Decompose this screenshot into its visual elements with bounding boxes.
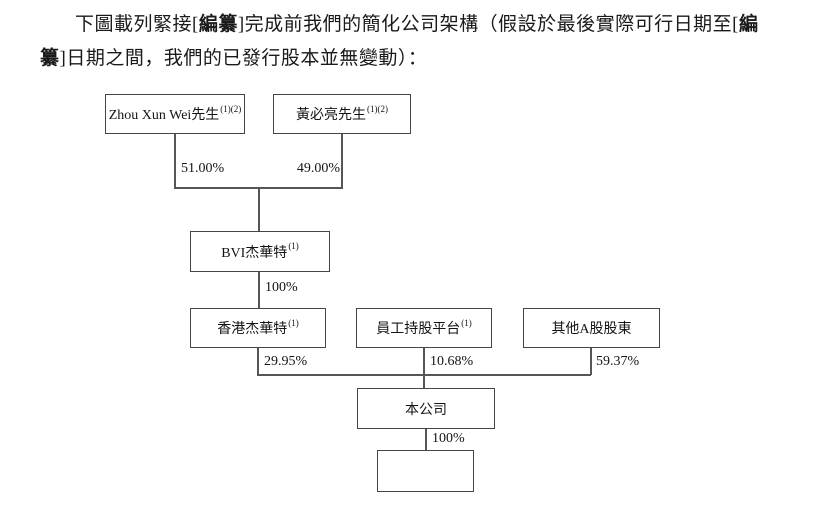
node-hongkong-joulwatt: 香港杰華特(1): [190, 308, 326, 348]
node-label: 員工持股平台: [376, 322, 461, 337]
connector-zhou-down: [174, 134, 176, 188]
connector-company-to-subsidiary: [425, 429, 427, 450]
footnote-superscript: (1)(2): [367, 103, 388, 114]
intro-text-segment: ]完成前我們的簡化公司架構（假設於最後實際可行日期至[: [237, 14, 739, 35]
intro-paragraph-line-2: 纂]日期之間，我們的已發行股本並無變動）：: [40, 42, 800, 76]
node-label: Zhou Xun Wei先生: [108, 108, 220, 123]
connector-huang-down: [341, 134, 343, 188]
node-label: BVI杰華特: [221, 245, 288, 261]
intro-text-segment: ]日期之間，我們的已發行股本並無變動）：: [59, 48, 428, 69]
node-the-company: 本公司: [357, 388, 495, 429]
ownership-label-esop: 10.68%: [430, 354, 474, 369]
footnote-superscript: (1): [288, 317, 299, 328]
connector-bvi-to-hongkong: [258, 272, 260, 308]
ownership-label-other: 59.37%: [596, 354, 640, 369]
node-employee-shareholding-platform: 員工持股平台(1): [356, 308, 492, 348]
intro-paragraph-line-1: 下圖載列緊接[編纂]完成前我們的簡化公司架構（假設於最後實際可行日期至[編: [40, 8, 800, 42]
footnote-superscript: (1): [461, 317, 472, 328]
ownership-label-zhou: 51.00%: [181, 161, 225, 176]
node-label: 香港杰華特: [217, 322, 288, 337]
ownership-label-hongkong: 29.95%: [264, 354, 308, 369]
intro-text-segment-bold: 纂: [40, 48, 60, 69]
intro-text-segment-bold: 編: [739, 14, 759, 35]
node-label: 其他A股股東: [551, 322, 632, 337]
ownership-label-company: 100%: [432, 431, 465, 446]
intro-paragraph: 下圖載列緊接[編纂]完成前我們的簡化公司架構（假設於最後實際可行日期至[編 纂]…: [40, 8, 800, 76]
connector-middle-merge-horizontal: [257, 374, 591, 376]
node-subsidiary-empty: [377, 450, 474, 492]
connector-merge-to-bvi: [258, 187, 260, 231]
footnote-superscript: (1)(2): [220, 103, 242, 114]
ownership-label-bvi: 100%: [265, 280, 298, 295]
ownership-label-huang: 49.00%: [296, 161, 340, 176]
node-huang-bi-liang: 黃必亮先生(1)(2): [273, 94, 411, 134]
node-label: 本公司: [405, 402, 447, 418]
intro-text-segment: 下圖載列緊接[: [75, 14, 199, 35]
intro-text-segment-bold: 編纂: [198, 14, 238, 35]
node-other-a-shareholders: 其他A股股東: [523, 308, 660, 348]
node-bvi-joulwatt: BVI杰華特(1): [190, 231, 330, 272]
node-label: 黃必亮先生: [296, 108, 366, 123]
connector-hongkong-down: [257, 348, 259, 375]
connector-esop-down: [423, 348, 425, 388]
connector-other-down: [590, 348, 592, 375]
node-zhou-xun-wei: Zhou Xun Wei先生(1)(2): [105, 94, 245, 134]
footnote-superscript: (1): [288, 241, 299, 251]
